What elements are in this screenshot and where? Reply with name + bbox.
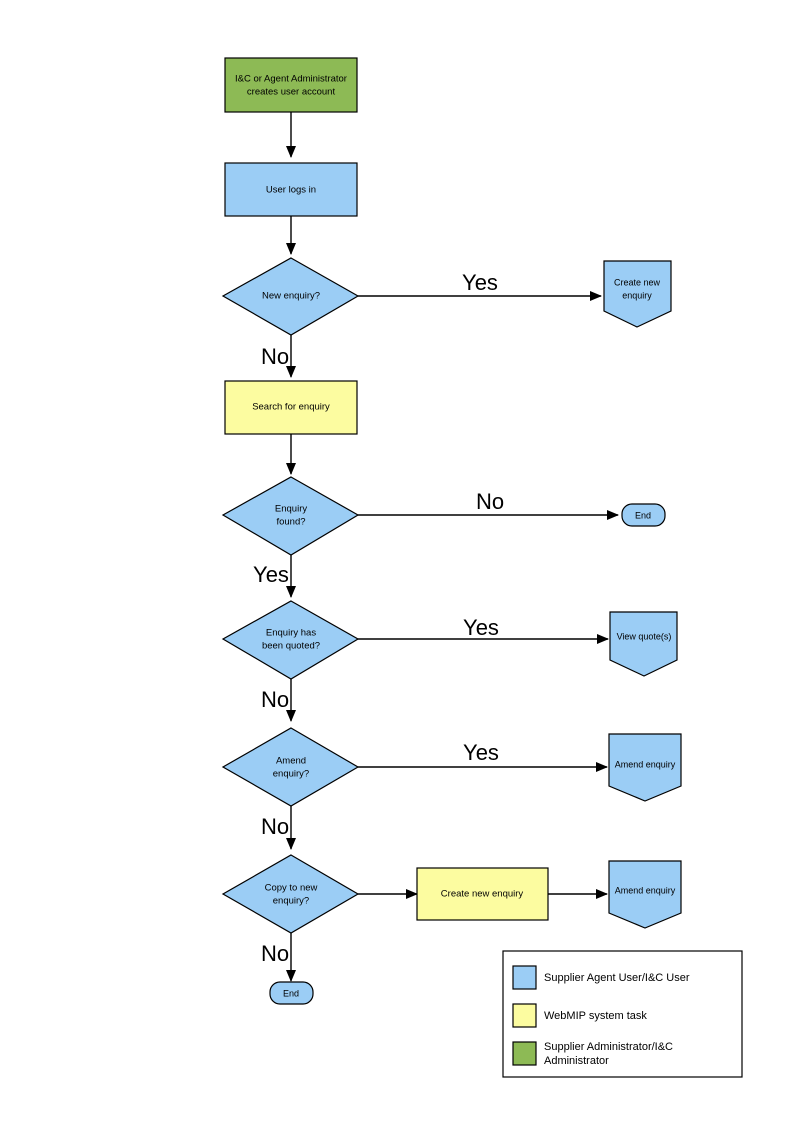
- legend-item-user: Supplier Agent User/I&C User: [512, 965, 690, 990]
- edge-label-new-enquiry-no: No: [261, 344, 289, 369]
- node-amend-enquiry-decision-label-1: Amend: [276, 756, 306, 767]
- node-amend-enquiry-action-1[interactable]: Amend enquiry: [608, 733, 682, 802]
- legend-item-admin-label-2: Administrator: [544, 1055, 609, 1067]
- node-amend-enquiry-action-2-label: Amend enquiry: [615, 885, 676, 895]
- node-create-new-enquiry-top-label-2: enquiry: [622, 290, 652, 300]
- node-admin-creates-account[interactable]: I&C or Agent Administrator creates user …: [224, 57, 358, 113]
- node-create-new-enquiry-top[interactable]: Create new enquiry: [603, 260, 672, 328]
- edge-label-found-no: No: [476, 489, 504, 514]
- node-amend-enquiry-decision[interactable]: Amend enquiry?: [221, 727, 360, 807]
- node-enquiry-quoted-decision[interactable]: Enquiry has been quoted?: [221, 600, 360, 680]
- legend-item-system-label: WebMIP system task: [544, 1010, 647, 1022]
- node-user-logs-in-label: User logs in: [266, 185, 316, 196]
- node-admin-creates-account-label-1: I&C or Agent Administrator: [235, 74, 347, 85]
- node-amend-enquiry-action-1-label: Amend enquiry: [615, 759, 676, 769]
- legend-item-system: WebMIP system task: [512, 1003, 647, 1028]
- node-end-top[interactable]: End: [621, 503, 666, 527]
- node-new-enquiry-decision[interactable]: New enquiry?: [221, 257, 360, 336]
- node-copy-to-new-enquiry-decision-label-2: enquiry?: [273, 896, 309, 907]
- node-new-enquiry-decision-label: New enquiry?: [262, 291, 320, 302]
- legend-item-admin: Supplier Administrator/I&C Administrator: [512, 1041, 673, 1067]
- edge-label-found-yes: Yes: [253, 562, 289, 587]
- node-end-bottom-label: End: [283, 988, 299, 998]
- legend: Supplier Agent User/I&C User WebMIP syst…: [502, 950, 743, 1078]
- node-enquiry-quoted-decision-label-2: been quoted?: [262, 641, 320, 652]
- edge-label-quoted-no: No: [261, 687, 289, 712]
- edge-label-quoted-yes: Yes: [463, 615, 499, 640]
- node-enquiry-quoted-decision-label-1: Enquiry has: [266, 628, 316, 639]
- node-copy-to-new-enquiry-decision-label-1: Copy to new: [265, 883, 318, 894]
- edge-label-amend-yes: Yes: [463, 740, 499, 765]
- node-search-for-enquiry[interactable]: Search for enquiry: [224, 380, 358, 435]
- node-enquiry-found-decision-label-1: Enquiry: [275, 504, 307, 515]
- edge-label-new-enquiry-yes: Yes: [462, 270, 498, 295]
- node-view-quotes[interactable]: View quote(s): [609, 611, 678, 677]
- node-end-bottom[interactable]: End: [269, 981, 314, 1005]
- node-enquiry-found-decision[interactable]: Enquiry found?: [221, 476, 360, 556]
- node-user-logs-in[interactable]: User logs in: [224, 162, 358, 217]
- node-copy-to-new-enquiry-decision[interactable]: Copy to new enquiry?: [221, 854, 360, 934]
- legend-item-admin-label-1: Supplier Administrator/I&C: [544, 1041, 673, 1053]
- node-create-new-enquiry-bottom-label: Create new enquiry: [441, 889, 524, 900]
- node-create-new-enquiry-top-label-1: Create new: [614, 277, 661, 287]
- node-end-top-label: End: [635, 510, 651, 520]
- node-enquiry-found-decision-label-2: found?: [276, 517, 305, 528]
- edge-label-copy-no: No: [261, 941, 289, 966]
- node-view-quotes-label: View quote(s): [617, 631, 672, 641]
- edge-label-amend-no: No: [261, 814, 289, 839]
- legend-item-user-label: Supplier Agent User/I&C User: [544, 972, 690, 984]
- node-admin-creates-account-label-2: creates user account: [247, 87, 336, 98]
- node-create-new-enquiry-bottom[interactable]: Create new enquiry: [416, 867, 549, 921]
- node-amend-enquiry-decision-label-2: enquiry?: [273, 769, 309, 780]
- node-search-for-enquiry-label: Search for enquiry: [252, 402, 330, 413]
- node-amend-enquiry-action-2[interactable]: Amend enquiry: [608, 860, 682, 929]
